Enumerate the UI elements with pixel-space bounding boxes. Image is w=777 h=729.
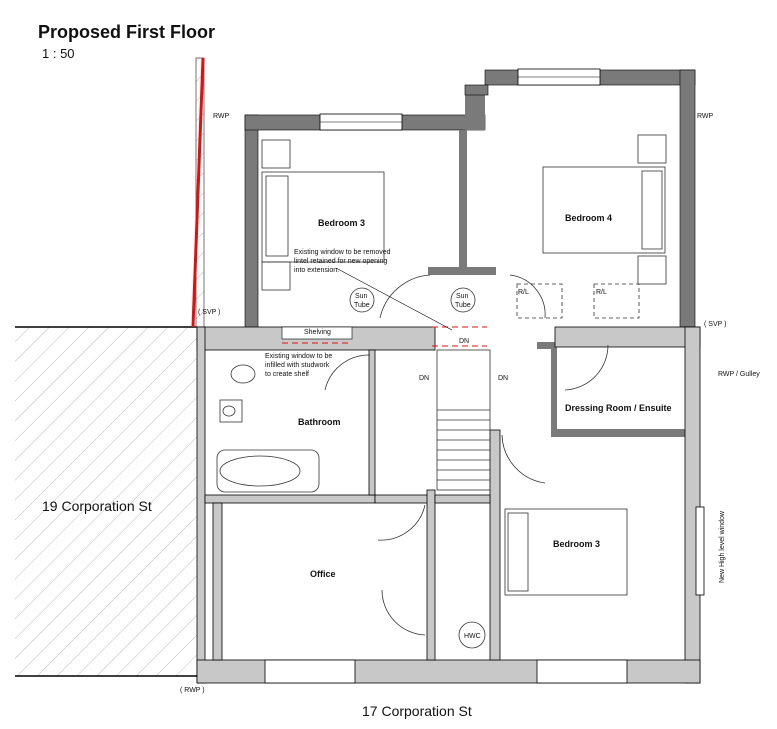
room-bedroom-3-lower: Bedroom 3: [553, 539, 600, 549]
hwc-label: HWC: [464, 633, 481, 640]
dn-label-left: DN: [419, 375, 429, 382]
note-leader-line: [335, 267, 453, 331]
neighbour-19-label: 19 Corporation St: [42, 498, 152, 514]
window: [536, 659, 628, 684]
dn-label-right: DN: [498, 375, 508, 382]
room-bedroom-3-upper: Bedroom 3: [318, 218, 365, 228]
neighbour-17-label: 17 Corporation St: [362, 703, 472, 719]
neighbour-19-hatch: [15, 327, 197, 676]
sun-tube-2-b: Tube: [455, 302, 471, 309]
drawing-scale: 1 : 50: [42, 46, 75, 61]
dn-label-top: DN: [459, 338, 469, 345]
existing-walls: [196, 326, 701, 684]
svp-label-left: ( SVP ): [198, 309, 220, 316]
svp-label-right: ( SVP ): [704, 321, 726, 328]
rwp-label-right: RWP: [697, 113, 714, 120]
red-boundary-line: [191, 57, 205, 328]
drawing-title: Proposed First Floor: [38, 22, 215, 42]
sun-tube-2-a: Sun: [456, 293, 469, 300]
note-window-removed-3: into extension.: [294, 267, 339, 274]
rwp-label-left: RWP: [213, 113, 230, 120]
note-window-removed-2: lintel retained for new opening: [294, 258, 388, 265]
furniture: [216, 134, 667, 649]
window: [264, 659, 356, 684]
note-window-removed-1: Existing window to be removed: [294, 249, 391, 256]
rwp-label-bottom: ( RWP ): [180, 687, 205, 694]
rl-label-2: R/L: [596, 289, 607, 296]
high-level-window-note: New High level window: [719, 510, 726, 583]
room-dressing-ensuite: Dressing Room / Ensuite: [565, 403, 672, 413]
rl-label-1: R/L: [518, 289, 529, 296]
room-bedroom-4: Bedroom 4: [565, 213, 612, 223]
room-bathroom: Bathroom: [298, 417, 341, 427]
sun-tube-1-a: Sun: [355, 293, 368, 300]
shelving-opening: [281, 326, 353, 340]
high-level-window: [695, 506, 705, 596]
room-office: Office: [310, 569, 336, 579]
note-window-infilled-1: Existing window to be: [265, 353, 332, 360]
note-window-infilled-3: to create shelf: [265, 371, 309, 378]
note-window-infilled-2: infilled with studwork: [265, 362, 330, 369]
sun-tube-1-b: Tube: [354, 302, 370, 309]
shelving-label: Shelving: [304, 329, 331, 336]
rwp-gulley-label: RWP / Gulley: [718, 371, 760, 378]
